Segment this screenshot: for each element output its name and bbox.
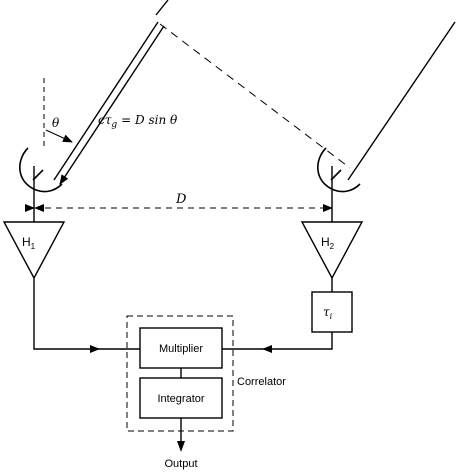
multiplier-label: Multiplier xyxy=(159,343,203,355)
incoming-ray-1-top xyxy=(155,0,169,16)
correlator-enclosure xyxy=(126,315,234,432)
antenna-1-dish xyxy=(19,147,63,193)
output-label: Output xyxy=(164,458,197,470)
delay-box xyxy=(311,291,353,333)
incoming-ray-2 xyxy=(347,21,456,181)
output-arrow xyxy=(177,441,185,452)
amplifier-h2 xyxy=(300,221,364,280)
multiplier-box xyxy=(139,327,223,369)
integrator-label: Integrator xyxy=(157,393,204,405)
incoming-ray-1b xyxy=(59,25,165,185)
amplifier-h1 xyxy=(2,221,66,280)
amplifier-h1-label: H1 xyxy=(22,235,36,251)
baseline-label: D xyxy=(175,192,187,207)
path-delay-label: cτg= D sin θ xyxy=(98,113,178,130)
incoming-ray-1a xyxy=(53,21,159,181)
signal-path-1 xyxy=(33,278,140,350)
theta-label: θ xyxy=(52,116,60,130)
delay-box-label: τi xyxy=(323,305,333,321)
amplifier-h2-label: H2 xyxy=(321,235,335,251)
correlator-label: Correlator xyxy=(237,376,286,388)
antenna-2-dish xyxy=(317,147,361,193)
baseline-arrow-left xyxy=(34,204,44,212)
theta-angle-arrow xyxy=(45,129,73,143)
wavefront-line xyxy=(159,23,351,169)
integrator-box xyxy=(139,377,223,419)
signal-path-2-arrow xyxy=(262,345,272,353)
signal-path-1-arrow xyxy=(90,345,100,353)
signal-path-2 xyxy=(222,332,333,350)
